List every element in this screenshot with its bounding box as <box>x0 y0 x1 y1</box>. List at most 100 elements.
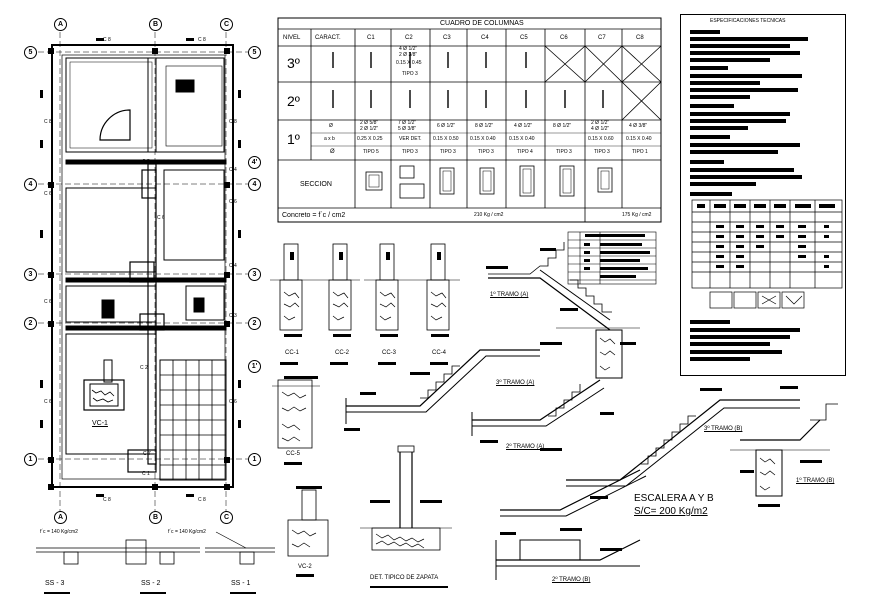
beam-label: C 8 <box>229 119 237 125</box>
concrete-label: Concreto = f´c / cm2 <box>282 212 346 219</box>
column-label-vc1: VC-1 <box>92 420 108 427</box>
stair-label-tramo3a: 3º TRAMO (A) <box>496 380 535 386</box>
stairs-title: ESCALERA A Y B <box>634 493 714 504</box>
beam-label: C 3 <box>229 313 237 319</box>
l1-c7-bars2: 4 Ø 1/2" <box>591 126 610 132</box>
beam-label: C 5 <box>142 159 150 165</box>
beam-label: C 6 <box>44 191 52 197</box>
l1-c7-dims: 0.15 X 0.60 <box>588 136 614 142</box>
l1-c3-bars: 6 Ø 1/2" <box>437 123 456 129</box>
l3-c2-dims: 0.15 X 0.45 <box>396 60 422 66</box>
axis-bubble-4-right: 4 <box>248 178 261 191</box>
axis-bubble-1-left: 1 <box>24 453 37 466</box>
l1-c6-bars: 8 Ø 1/2" <box>553 123 572 129</box>
l1-c7-type: TIPO 3 <box>594 149 610 155</box>
detail-label-cc4: CC-4 <box>432 350 447 356</box>
level-1-label: 1º <box>287 131 300 147</box>
beam-label: C 8 <box>198 37 206 43</box>
detail-label-cc2: CC-2 <box>335 350 350 356</box>
l1-caract-bars: Ø <box>329 123 333 129</box>
detail-label-cc3: CC-3 <box>382 350 397 356</box>
col-header-c5: C5 <box>520 35 528 41</box>
col-header-c4: C4 <box>481 35 489 41</box>
l1-c5-type: TIPO 4 <box>517 149 533 155</box>
col-header-c2: C2 <box>405 35 413 41</box>
l1-c8-dims: 0.15 X 0.40 <box>626 136 652 142</box>
concrete-c8-value: 175 Kg / cm2 <box>622 212 652 218</box>
detail-label-ss3: SS - 3 <box>45 580 65 587</box>
detail-label-ss2: SS - 2 <box>141 580 161 587</box>
beam-label: C 6 <box>229 399 237 405</box>
col-header-c7: C7 <box>598 35 606 41</box>
beam-label: C 4 <box>229 167 237 173</box>
axis-bubble-c-bottom: C <box>220 511 233 524</box>
level-3-label: 3º <box>287 55 300 71</box>
concrete-main-value: 210 Kg / cm2 <box>474 212 504 218</box>
level-2-label: 2º <box>287 93 300 109</box>
l1-c3-dims: 0.15 X 0.50 <box>433 136 459 142</box>
l1-c4-dims: 0.15 X 0.40 <box>470 136 496 142</box>
spec-panel-title: ESPECIFICACIONES TECNICAS <box>710 18 786 24</box>
l1-c1-dims: 0.25 X 0.25 <box>357 136 383 142</box>
fc-note-ss3: f´c = 140 Kg/cm2 <box>40 529 78 535</box>
l3-c2-type: TIPO 3 <box>402 71 418 77</box>
beam-label: C 6 <box>229 199 237 205</box>
l1-c8-bars: 4 Ø 3/8" <box>629 123 648 129</box>
axis-bubble-a-top: A <box>54 18 67 31</box>
stair-label-tramo2a: 2º TRAMO (A) <box>506 444 545 450</box>
l1-c2-type: TIPO 3 <box>402 149 418 155</box>
l1-caract-dims: a x b <box>324 136 335 142</box>
beam-label: C 6 <box>157 215 165 221</box>
axis-bubble-2-left: 2 <box>24 317 37 330</box>
detail-label-ss1: SS - 1 <box>231 580 251 587</box>
axis-bubble-c-top: C <box>220 18 233 31</box>
detail-label-zapata: DET. TIPICO DE ZAPATA <box>370 575 439 581</box>
beam-label: C 6 <box>44 399 52 405</box>
l3-c2-bars2: 2 Ø 3/8" <box>399 52 418 58</box>
beam-label: C 2 <box>140 365 148 371</box>
col-header-c6: C6 <box>560 35 568 41</box>
axis-bubble-1-right: 1 <box>248 453 261 466</box>
fc-note-ss2: f´c = 140 Kg/cm2 <box>168 529 206 535</box>
stair-label-tramo1a: 1º TRAMO (A) <box>490 292 529 298</box>
beam-label: C 8 <box>103 37 111 43</box>
l1-c3-type: TIPO 3 <box>440 149 456 155</box>
l1-c5-bars: 4 Ø 1/2" <box>514 123 533 129</box>
l1-c1-type: TIPO 5 <box>363 149 379 155</box>
axis-bubble-b-bottom: B <box>149 511 162 524</box>
beam-label: C 1 <box>142 471 150 477</box>
l1-c2-dims: VER DET. <box>399 136 422 142</box>
beam-label: C 4 <box>229 263 237 269</box>
l1-c2-bars2: 5 Ø 3/8" <box>398 126 417 132</box>
stair-label-tramo3b: 3º TRAMO (B) <box>704 426 743 432</box>
section-label: SECCION <box>300 181 332 188</box>
axis-bubble-5-left: 5 <box>24 46 37 59</box>
l1-c8-type: TIPO 1 <box>632 149 648 155</box>
axis-bubble-3-left: 3 <box>24 268 37 281</box>
spec-panel <box>680 14 846 376</box>
l3-c2-bars: 4 Ø 1/2" <box>399 46 418 52</box>
l1-c6-type: TIPO 3 <box>556 149 572 155</box>
axis-bubble-5-right: 5 <box>248 46 261 59</box>
col-header-c3: C3 <box>443 35 451 41</box>
l1-c1-bars: 2 Ø 5/8" <box>360 120 379 126</box>
detail-label-vc2: VC-2 <box>298 564 312 570</box>
axis-bubble-b-top: B <box>149 18 162 31</box>
l1-c5-dims: 0.15 X 0.40 <box>509 136 535 142</box>
l1-c7-bars: 2 Ø 1/2" <box>591 120 610 126</box>
l1-caract-type: Ø <box>330 149 335 155</box>
col-header-c1: C1 <box>367 35 375 41</box>
beam-label: C 8 <box>44 119 52 125</box>
axis-bubble-4p-right: 4' <box>248 156 261 169</box>
axis-bubble-1p-right: 1' <box>248 360 261 373</box>
detail-label-cc5: CC-5 <box>286 451 301 457</box>
beam-label: C 7 <box>143 451 151 457</box>
beam-label: C 6 <box>44 299 52 305</box>
col-header-c8: C8 <box>636 35 644 41</box>
stair-label-tramo1b: 1º TRAMO (B) <box>796 478 835 484</box>
